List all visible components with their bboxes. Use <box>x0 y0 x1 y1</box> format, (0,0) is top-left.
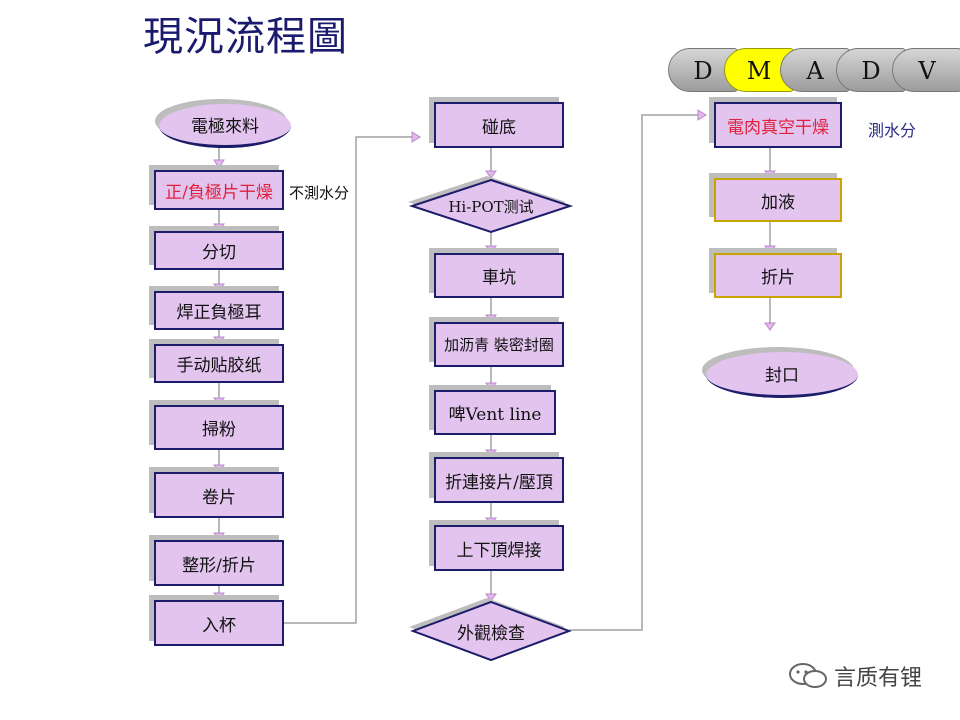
step-vacuum-drying: 電肉真空干燥 <box>714 102 842 148</box>
step-bottom-welding: 碰底 <box>434 102 564 148</box>
step-vent-line: 啤Vent line <box>434 390 556 435</box>
page-title: 現況流程圖 <box>143 14 348 60</box>
step-fold-tab-press: 折連接片/壓頂 <box>434 457 564 503</box>
step-label: 正/負極片干燥 <box>165 182 273 203</box>
tab-v: V <box>892 48 960 92</box>
no-moisture-test-note: 不測水分 <box>289 184 350 202</box>
step-asphalt-sealing-ring: 加沥青 裝密封圈 <box>434 322 564 367</box>
step-tab-welding: 焊正負極耳 <box>154 291 284 330</box>
step-slitting: 分切 <box>154 231 284 270</box>
step-grooving: 車坑 <box>434 253 564 298</box>
visual-inspection-decision-shape <box>410 600 572 662</box>
moisture-test-note: 測水分 <box>868 121 917 140</box>
step-folding: 折片 <box>714 253 842 298</box>
step-top-bottom-welding: 上下頂焊接 <box>434 525 564 571</box>
watermark-text: 言质有锂 <box>834 666 923 691</box>
end-sealing: 封口 <box>706 352 858 398</box>
decision-hipot-label: Hi-POT测试 <box>448 197 534 216</box>
decision-visual-inspection-label: 外觀檢查 <box>457 623 525 644</box>
dmadv-tabs: D M A D V <box>668 48 960 94</box>
step-label: 電肉真空干燥 <box>727 117 829 138</box>
step-can-insertion: 入杯 <box>154 600 284 646</box>
step-powder-sweep: 掃粉 <box>154 405 284 450</box>
wechat-icon <box>789 663 827 688</box>
step-shaping-folding: 整形/折片 <box>154 540 284 586</box>
step-electrode-drying: 正/負極片干燥 <box>154 170 284 210</box>
step-manual-tape: 手动贴胶纸 <box>154 344 284 383</box>
start-electrode-incoming: 電極來料 <box>159 104 291 148</box>
hipot-decision-shape <box>408 178 574 234</box>
watermark: 言质有锂 <box>788 660 922 692</box>
step-electrolyte-fill: 加液 <box>714 178 842 222</box>
step-winding: 卷片 <box>154 472 284 518</box>
